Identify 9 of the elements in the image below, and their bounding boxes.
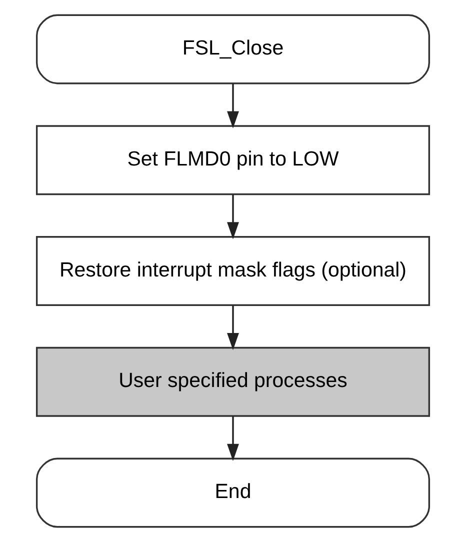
- node-box: User specified processes: [35, 346, 430, 417]
- arrow: [226, 306, 238, 350]
- node-box: FSL_Close: [35, 14, 430, 84]
- arrow: [226, 84, 238, 128]
- arrow: [226, 416, 238, 461]
- node-box: Restore interrupt mask flags (optional): [35, 236, 430, 306]
- arrow: [226, 194, 238, 240]
- node-box: End: [35, 458, 430, 528]
- node-box: Set FLMD0 pin to LOW: [35, 125, 430, 196]
